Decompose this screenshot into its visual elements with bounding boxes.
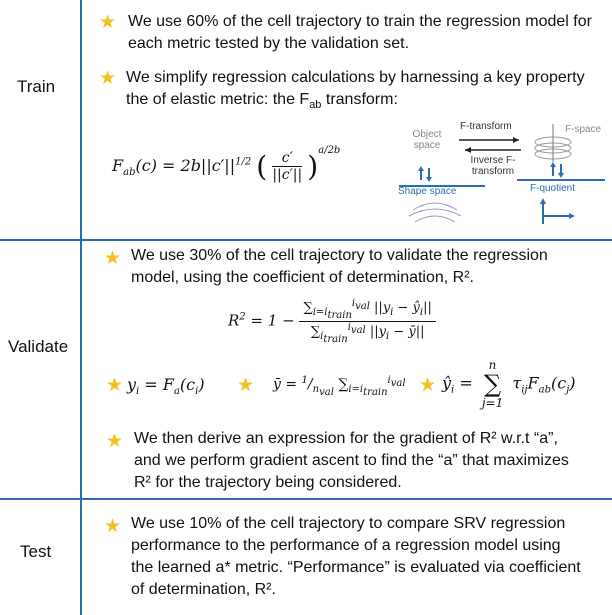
validate-bullet-2-line2: and we perform gradient ascent to find t… [134,452,569,469]
vertical-divider [80,0,82,615]
test-bullet-line4: of determination, R². [131,581,276,598]
row-label-train: Train [17,77,56,96]
f-quotient-label: F-quotient [530,183,576,194]
validate-bullet-1-line1: We use 30% of the cell trajectory to val… [131,247,548,264]
validate-bullet-2-line3: R² for the trajectory being considered. [134,474,402,491]
train-bullet-2-line1: We simplify regression calculations by h… [126,69,585,86]
test-bullet-line3: the learned a* metric. “Performance” is … [131,559,581,576]
star-icon: ★ [237,375,255,396]
yhat-definition: ŷi = n ∑ j=1 τijFab(cj) [442,358,576,410]
star-icon: ★ [99,68,117,89]
fab-formula: Fab(c) = 2b||c′||1/2 ( c′ ||c′|| )a/2b [112,144,341,183]
star-icon: ★ [99,12,117,33]
section-divider-train-validate [0,239,612,241]
validate-bullet-2-line1: We then derive an expression for the gra… [134,430,558,447]
section-divider-validate-test [0,498,612,500]
r2-formula: R2 = 1 − ∑i=itrainival ||yi − ŷi|| ∑itra… [228,298,436,345]
row-label-validate: Validate [8,337,69,356]
f-space-label: F-space [565,124,602,135]
test-bullet-line2: performance to the performance of a regr… [131,537,561,554]
star-icon: ★ [104,248,122,269]
row-label-test: Test [20,542,52,561]
ybar-definition: ȳ = 1/nval ∑i=itrainival [273,375,406,399]
shape-space-label: Shape space [398,186,457,197]
star-icon: ★ [106,375,124,396]
validate-bullet-1-line2: model, using the coefficient of determin… [131,269,474,286]
object-space-label: Object space [412,129,442,151]
test-bullet-line1: We use 10% of the cell trajectory to com… [131,515,566,532]
f-transform-diagram [399,124,605,224]
star-icon: ★ [419,375,437,396]
yi-definition: yi = Fa(ci) [127,375,205,398]
inverse-f-transform-label: Inverse F-transform [470,155,516,177]
train-bullet-2-line2: the of elastic metric: the Fab transform… [126,91,398,112]
f-transform-label: F-transform [460,121,512,132]
star-icon: ★ [106,431,124,452]
train-bullet-1: We use 60% of the cell trajectory to tra… [128,13,592,52]
star-icon: ★ [104,516,122,537]
